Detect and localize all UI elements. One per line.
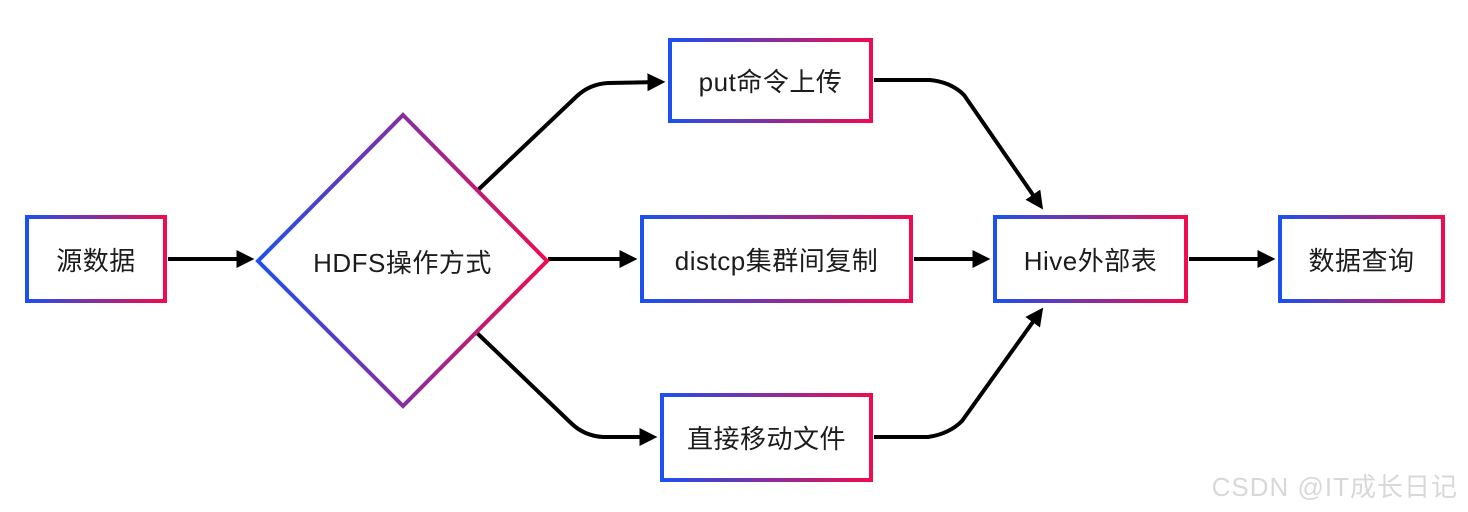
arrow-put-to-hive [874, 78, 1044, 210]
arrow-decision-to-put [476, 73, 666, 192]
decision-diamond-shape [255, 112, 550, 409]
hive-node-label: Hive外部表 [1023, 245, 1158, 276]
hive-node: Hive外部表 [993, 215, 1188, 303]
distcp-node-label: distcp集群间复制 [674, 245, 879, 276]
put-node-label: put命令上传 [698, 67, 843, 97]
query-node: 数据查询 [1278, 215, 1445, 303]
put-node: put命令上传 [668, 38, 873, 123]
move-node-label: 直接移动文件 [686, 424, 846, 454]
query-node-label: 数据查询 [1308, 245, 1415, 276]
decision-node: HDFS操作方式 [282, 237, 523, 285]
distcp-node: distcp集群间复制 [640, 215, 913, 303]
source-node: 源数据 [25, 215, 167, 303]
arrow-decision-to-move [475, 331, 658, 446]
arrow-move-to-hive [874, 307, 1044, 439]
csdn-watermark: CSDN @IT成长日记 [1211, 472, 1458, 502]
move-node: 直接移动文件 [660, 393, 873, 482]
decision-node-label: HDFS操作方式 [313, 247, 492, 278]
source-node-label: 源数据 [56, 245, 136, 276]
